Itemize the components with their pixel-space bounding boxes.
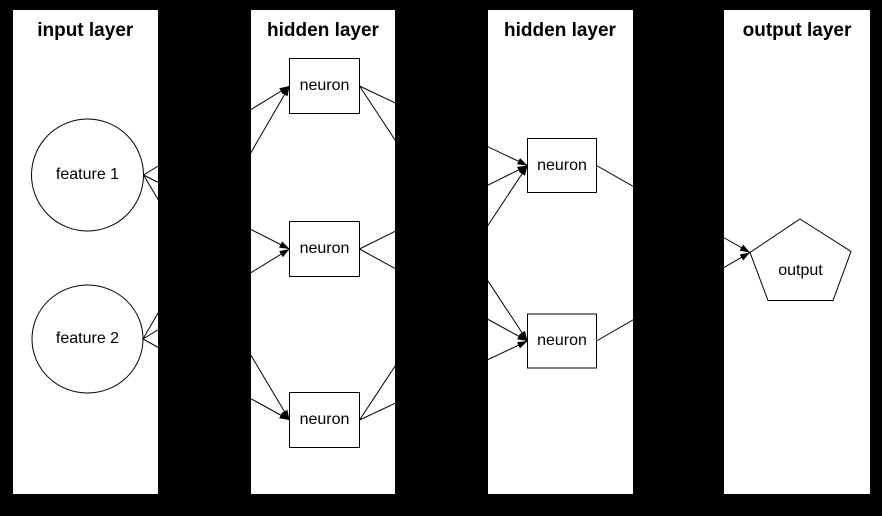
- panel-title-output-layer: output layer: [742, 20, 852, 41]
- panel-title-input-layer: input layer: [37, 20, 134, 41]
- panel-hidden-layer-1: hidden layer: [251, 10, 395, 494]
- edges-group: [142, 85, 751, 421]
- panel-title-hidden-layer-2: hidden layer: [504, 20, 616, 41]
- panel-input-layer: input layer: [13, 10, 158, 494]
- panel-hidden-layer-2: hidden layer: [487, 10, 633, 494]
- panel-output-layer: output layer: [724, 10, 870, 494]
- panel-title-hidden-layer-1: hidden layer: [267, 20, 379, 41]
